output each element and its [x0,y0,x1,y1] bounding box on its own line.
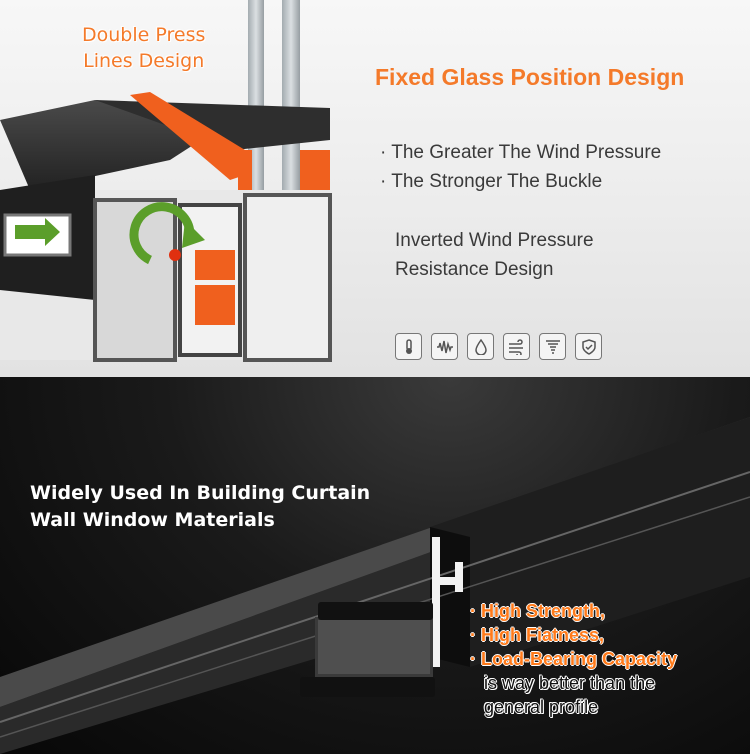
bullet-buckle: · The Stronger The Buckle [380,171,603,192]
feature-high-strength: · High Strength, [470,601,605,621]
widely-line-2: Wall Window Materials [30,509,275,531]
description-line-1: is way better than the [484,673,656,693]
profile-cross-section-illustration [0,0,332,362]
wind-icon [503,333,530,360]
double-press-callout: Double Press Lines Design [82,22,205,74]
shield-check-icon [575,333,602,360]
feature-list: · High Strength, · High Fiatness, · Load… [470,599,677,719]
inverted-line-2: Resistance Design [395,259,554,280]
tornado-icon [539,333,566,360]
callout-line-2: Lines Design [83,50,205,72]
widely-line-1: Widely Used In Building Curtain [30,482,371,504]
widely-used-heading: Widely Used In Building Curtain Wall Win… [30,480,370,534]
fixed-glass-heading: Fixed Glass Position Design [375,64,685,90]
top-panel: Double Press Lines Design Fixed Glass Po… [0,0,750,377]
curtain-wall-profile-illustration [0,417,750,754]
feature-high-flatness: · High Fiatness, [470,625,605,645]
description-line-2: general profile [484,697,599,717]
sound-wave-icon [431,333,458,360]
water-drop-icon [467,333,494,360]
feature-icons-row [395,333,602,360]
bottom-panel: Widely Used In Building Curtain Wall Win… [0,377,750,754]
thermometer-icon [395,333,422,360]
bullet-wind-pressure: · The Greater The Wind Pressure [380,142,662,163]
callout-line-1: Double Press [82,24,206,46]
inverted-wind-heading: Inverted Wind Pressure Resistance Design [395,226,594,284]
inverted-line-1: Inverted Wind Pressure [395,230,594,251]
feature-load-bearing: · Load-Bearing Capacity [470,649,678,669]
